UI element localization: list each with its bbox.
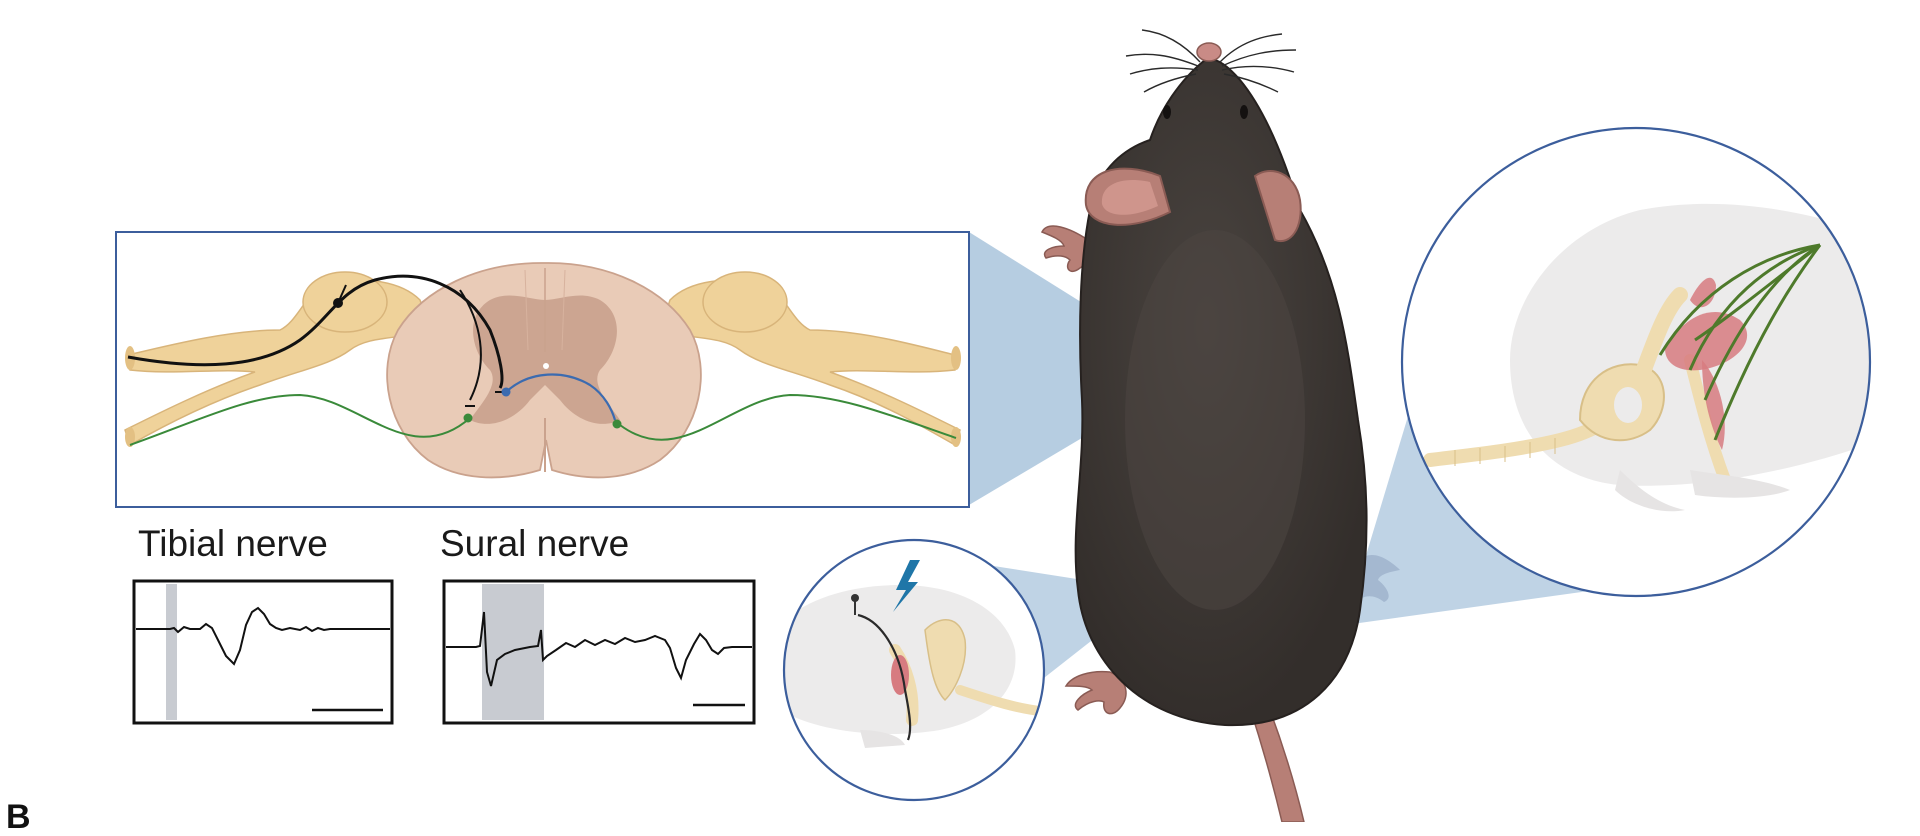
- stimulation-inset: [782, 538, 1046, 802]
- mouse-ear-right: [1253, 170, 1302, 243]
- mouse-whiskers: [1125, 29, 1297, 93]
- hindlimb-vertebrae: [1454, 438, 1556, 466]
- efferent-fiber-right: [619, 393, 957, 441]
- stim-muscle: [891, 655, 909, 695]
- tibial-stim-window: [166, 584, 177, 720]
- tibial-trace-panel: [132, 579, 394, 725]
- hindlimb-inset: [1400, 126, 1872, 598]
- efferent-fiber-left: [129, 393, 471, 446]
- mouse-forepaw-left: [1040, 225, 1093, 272]
- hindlimb-femur: [1632, 287, 1688, 388]
- mouse-hindpaw-left: [1064, 670, 1127, 715]
- tibial-nerve-label: Tibial nerve: [138, 523, 328, 564]
- stim-pelvis: [924, 619, 967, 702]
- stim-tail: [955, 685, 1044, 718]
- ganglion-right: [702, 271, 788, 333]
- sural-trace-panel: [442, 579, 756, 725]
- interneuron: [505, 373, 617, 421]
- stim-nerve: [857, 613, 912, 741]
- hindlimb-upper-muscle: [1690, 277, 1716, 308]
- hindlimb-paw: [1690, 470, 1790, 498]
- afferent-soma: [333, 298, 343, 308]
- panel-letter: B: [6, 798, 31, 836]
- motor-neuron-left: [463, 413, 473, 423]
- stim-paw: [860, 730, 905, 748]
- central-canal: [543, 363, 549, 369]
- mouse-ear-left-inner: [1101, 180, 1158, 215]
- hindlimb-motor-nerves: [1658, 243, 1822, 441]
- motor-neuron-right: [612, 419, 622, 429]
- stim-mouse-silhouette: [784, 585, 1016, 734]
- tibial-trace: [136, 606, 390, 666]
- mouse-eye-right: [1240, 105, 1248, 119]
- sural-trace: [446, 611, 752, 687]
- mouse-illustration: [1040, 29, 1400, 823]
- afferent-branch: [459, 289, 482, 401]
- lightning-bolt-icon: [893, 560, 920, 612]
- mouse-back-highlight: [1125, 230, 1305, 610]
- mouse-eye-left: [1163, 105, 1171, 119]
- hindlimb-forepaw: [1615, 470, 1685, 512]
- stimulation-inset-border: [782, 538, 1046, 802]
- sural-stim-window: [482, 584, 544, 720]
- mouse-nose: [1196, 42, 1222, 62]
- hindlimb-tibia: [1684, 354, 1731, 486]
- sural-nerve-label: Sural nerve: [440, 523, 630, 564]
- spinal-cord-inset: [115, 231, 970, 508]
- hindlimb-inset-border: [1400, 126, 1872, 598]
- hindlimb-tail: [1423, 418, 1607, 467]
- afferent-fiber: [127, 274, 504, 389]
